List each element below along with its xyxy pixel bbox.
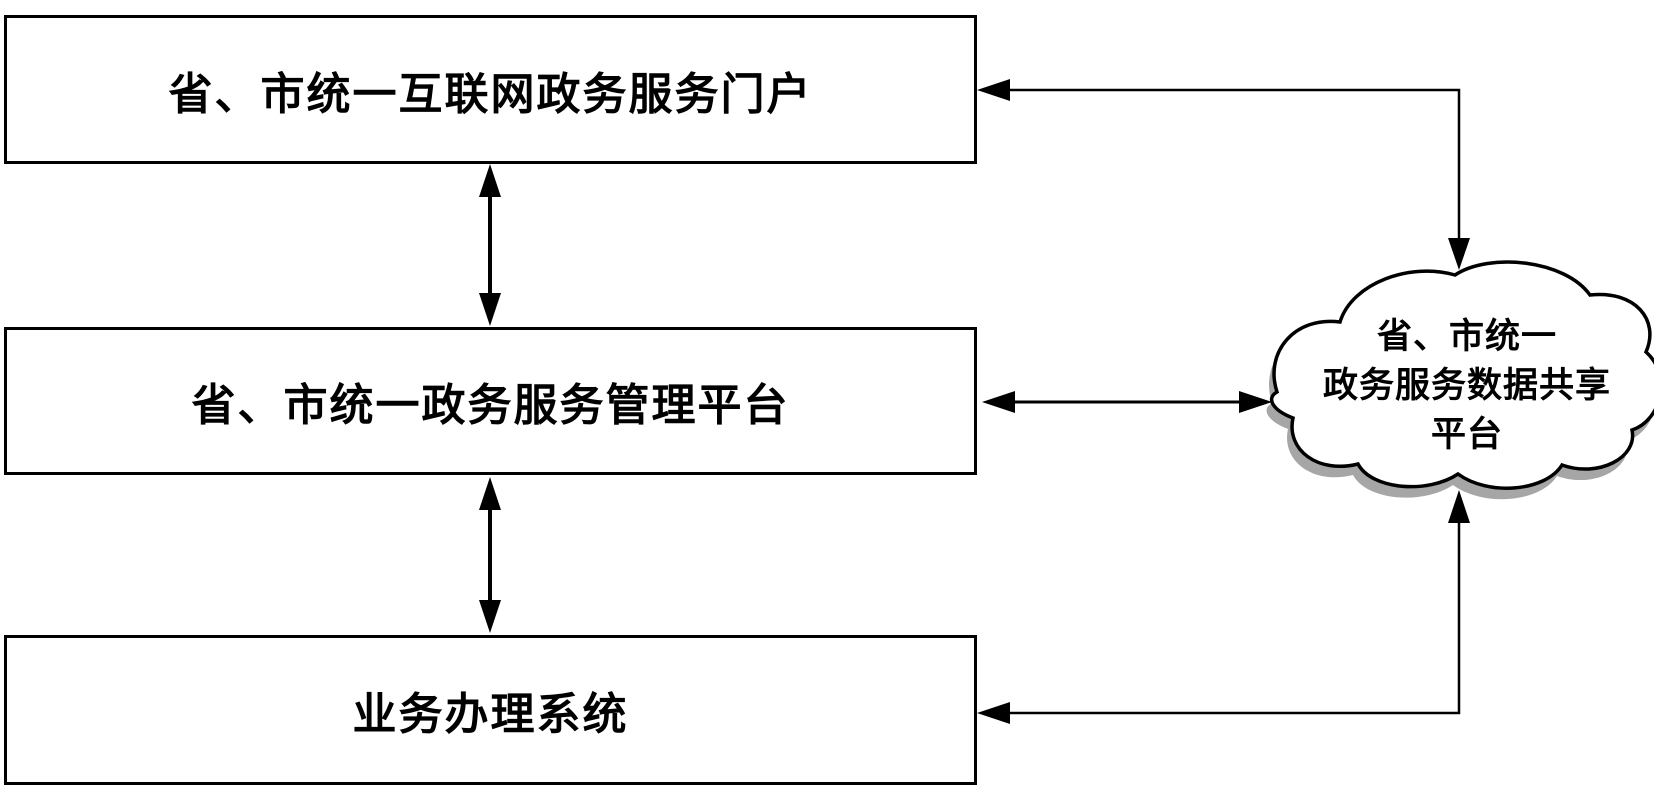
arrow-cloud-portal <box>977 79 1470 270</box>
arrow-portal-platform <box>479 164 501 326</box>
arrow-platform-cloud <box>982 391 1272 413</box>
box-management-platform-label: 省、市统一政务服务管理平台 <box>191 381 790 430</box>
arrow-cloud-business <box>977 490 1470 724</box>
arrow-platform-business <box>479 477 501 633</box>
cloud-data-sharing-label: 省、市统一 政务服务数据共享 平台 <box>1322 317 1611 454</box>
box-management-platform: 省、市统一政务服务管理平台 <box>4 327 977 475</box>
cloud-shape <box>1269 260 1654 490</box>
box-internet-portal: 省、市统一互联网政务服务门户 <box>4 15 977 164</box>
box-business-system-label: 业务办理系统 <box>352 690 629 739</box>
box-internet-portal-label: 省、市统一互联网政务服务门户 <box>168 69 813 119</box>
box-business-system: 业务办理系统 <box>4 635 977 785</box>
